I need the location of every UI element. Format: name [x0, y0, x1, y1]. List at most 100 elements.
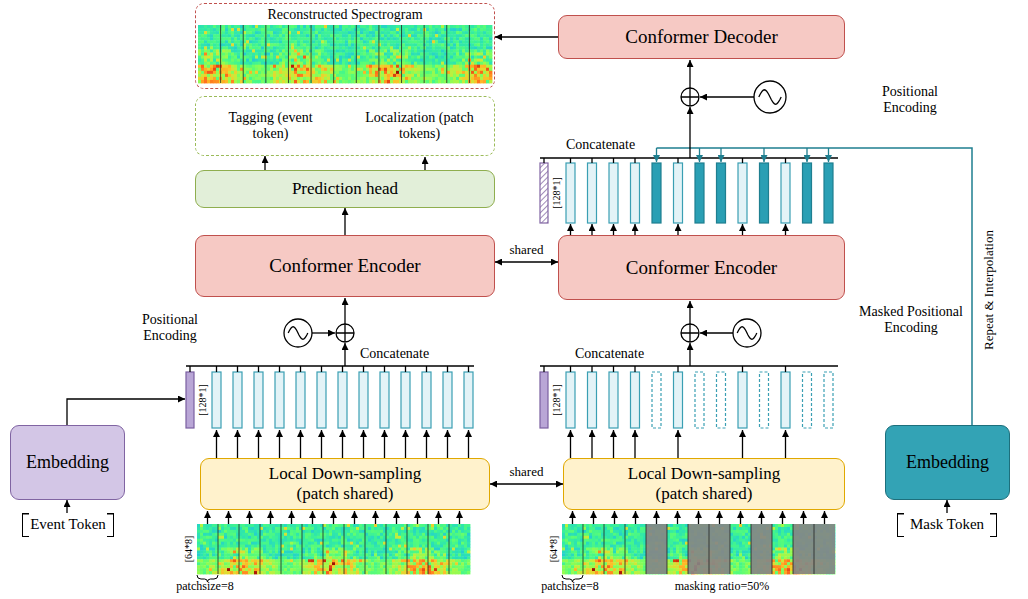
concat-line [540, 365, 838, 366]
node-text: Event Token [30, 516, 106, 533]
arrow [591, 430, 592, 458]
arrow [570, 158, 571, 163]
arrow [742, 158, 743, 163]
annotation: Concatenate [360, 346, 429, 362]
connector [66, 500, 67, 513]
node-text: Embedding [906, 452, 989, 473]
arrow [333, 511, 334, 524]
annotation: Repeat & Interpolation [982, 230, 997, 350]
arrow [677, 158, 678, 163]
annotation: Masked Positional Encoding [858, 304, 964, 336]
annotation: Concatenate [566, 137, 635, 153]
annotation: [128*1] [551, 177, 563, 209]
token-input: Event Token [22, 513, 114, 537]
arrow [613, 224, 614, 235]
arrow [699, 148, 700, 162]
process-box: Prediction head [195, 170, 495, 208]
arrow [785, 158, 786, 163]
arrow [719, 511, 720, 524]
arrow [426, 366, 427, 372]
arrow [656, 511, 657, 524]
arrow [635, 511, 636, 524]
arrow [207, 511, 208, 524]
sine-symbol [754, 81, 786, 113]
arrow [396, 511, 397, 524]
annotation: Positional Encoding [125, 312, 215, 344]
arrow [468, 430, 469, 458]
arrow [459, 511, 460, 524]
annotation: Concatenate [575, 346, 644, 362]
arrow [677, 224, 678, 235]
node-text: Local Down-sampling (patch shared) [614, 464, 794, 503]
annotation: patchsize=8 [541, 580, 598, 594]
token-row [212, 372, 473, 428]
arrow [249, 511, 250, 524]
arrow [634, 366, 635, 372]
arrow [438, 511, 439, 524]
event-token [186, 372, 194, 428]
arrow [321, 430, 322, 458]
arrow [342, 366, 343, 372]
arrow [785, 430, 786, 458]
arrow [806, 148, 807, 162]
arrow [279, 430, 280, 458]
process-box: Conformer Decoder [558, 15, 845, 59]
arrow [543, 158, 544, 163]
arrow [354, 511, 355, 524]
process-box: Reconstructed Spectrogram [195, 3, 495, 89]
arrow [677, 511, 678, 524]
node-text: Mask Token [910, 516, 984, 533]
arrow [763, 148, 764, 162]
arrow [300, 366, 301, 372]
arrow [258, 430, 259, 458]
arrow [375, 511, 376, 524]
process-box: Conformer Encoder [558, 235, 845, 300]
arrow [363, 430, 364, 458]
arrow [740, 511, 741, 524]
arrow [614, 511, 615, 524]
sine-symbol [733, 319, 761, 347]
arrow [189, 366, 190, 372]
annotation: patchsize=8 [176, 580, 233, 594]
arrow [300, 430, 301, 458]
arrow [384, 366, 385, 372]
arrow [591, 366, 592, 372]
arrow [689, 60, 690, 88]
arrow [424, 157, 425, 170]
process-box: Embedding [10, 425, 125, 500]
arrow [405, 366, 406, 372]
process-box: Embedding [885, 425, 1010, 500]
arrow [228, 511, 229, 524]
process-box: Conformer Encoder [195, 235, 495, 297]
node-text: Conformer Decoder [625, 26, 777, 48]
arrow [447, 430, 448, 458]
node-text: Conformer Encoder [269, 255, 420, 277]
arrow [782, 511, 783, 524]
arrow [258, 366, 259, 372]
arrow [698, 511, 699, 524]
arrow [656, 148, 657, 162]
arrow [677, 430, 678, 458]
spectrogram [562, 524, 835, 574]
arrow [613, 366, 614, 372]
process-box: Tagging (event token)Localization (patch… [195, 96, 495, 156]
arrow [417, 511, 418, 524]
arrow [237, 430, 238, 458]
token-input: Mask Token [897, 513, 997, 537]
annotation: masking ratio=50% [675, 580, 769, 594]
arrow [742, 366, 743, 372]
spectrogram [198, 25, 492, 83]
connector [495, 261, 558, 262]
concat-line [186, 365, 474, 366]
connector [946, 500, 947, 513]
add-symbol [681, 324, 699, 342]
arrow [342, 430, 343, 458]
arrow [761, 511, 762, 524]
annotation: [128*1] [551, 384, 563, 416]
arrow [216, 430, 217, 458]
node-text: Localization (patch tokens) [362, 110, 477, 142]
arrow [700, 332, 733, 333]
add-symbol [681, 88, 699, 106]
